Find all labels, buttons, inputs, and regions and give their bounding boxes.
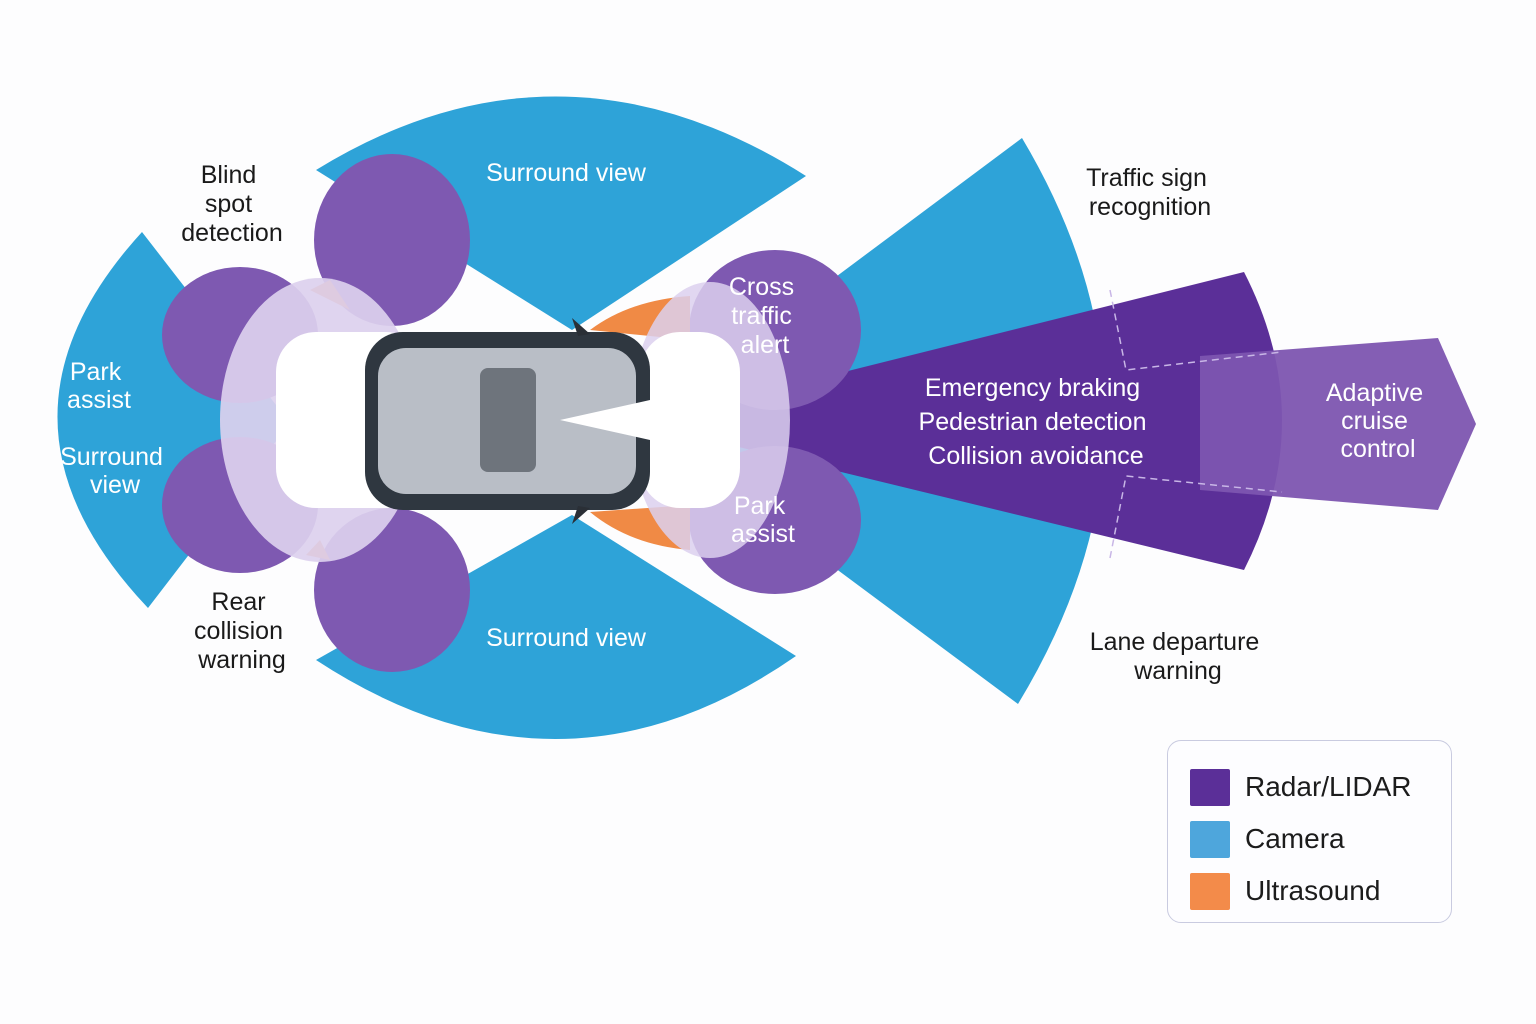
callout-traffic-sign-recognition: Traffic sign recognition <box>1086 164 1214 221</box>
label-front-radar-functions: Emergency braking Pedestrian detection C… <box>919 374 1154 470</box>
label-adaptive-cruise-control: Adaptive cruise control <box>1326 379 1430 463</box>
legend-label-camera: Camera <box>1245 823 1345 854</box>
legend-swatch-ultrasound <box>1190 872 1230 910</box>
legend: Radar/LIDAR Camera Ultrasound <box>1167 740 1452 923</box>
camera-zone-top-surround <box>316 96 806 331</box>
white-body-front <box>640 332 740 508</box>
legend-swatch-radar <box>1190 768 1230 806</box>
callout-lane-departure-warning: Lane departure warning <box>1090 628 1267 685</box>
radar-zone-dashed-upper <box>1109 289 1283 371</box>
radar-lobe-top-left <box>314 154 470 326</box>
label-surround-view-top: Surround view <box>486 159 647 187</box>
callout-blind-spot-detection: Blind spot detection <box>181 161 282 247</box>
label-rear-park-assist: Park assist <box>67 358 131 414</box>
label-front-park-assist: Park assist <box>731 492 795 548</box>
camera-zone-bottom-surround <box>316 515 796 740</box>
legend-item-ultrasound: Ultrasound <box>1190 865 1451 917</box>
legend-swatch-camera <box>1190 820 1230 858</box>
legend-item-camera: Camera <box>1190 813 1451 865</box>
label-rear-surround-view: Surround view <box>60 443 170 499</box>
label-cross-traffic-alert: Cross traffic alert <box>729 273 801 359</box>
radar-zone-dashed-lower <box>1109 475 1283 559</box>
callout-rear-collision-warning: Rear collision warning <box>194 588 290 674</box>
legend-label-ultrasound: Ultrasound <box>1245 875 1381 906</box>
legend-item-radar: Radar/LIDAR <box>1190 761 1451 813</box>
label-surround-view-bottom: Surround view <box>486 624 647 652</box>
radar-zone-adaptive-cruise <box>1200 338 1476 510</box>
legend-label-radar: Radar/LIDAR <box>1245 771 1412 802</box>
car-top-view <box>365 318 650 524</box>
camera-zone-rear <box>57 232 291 608</box>
